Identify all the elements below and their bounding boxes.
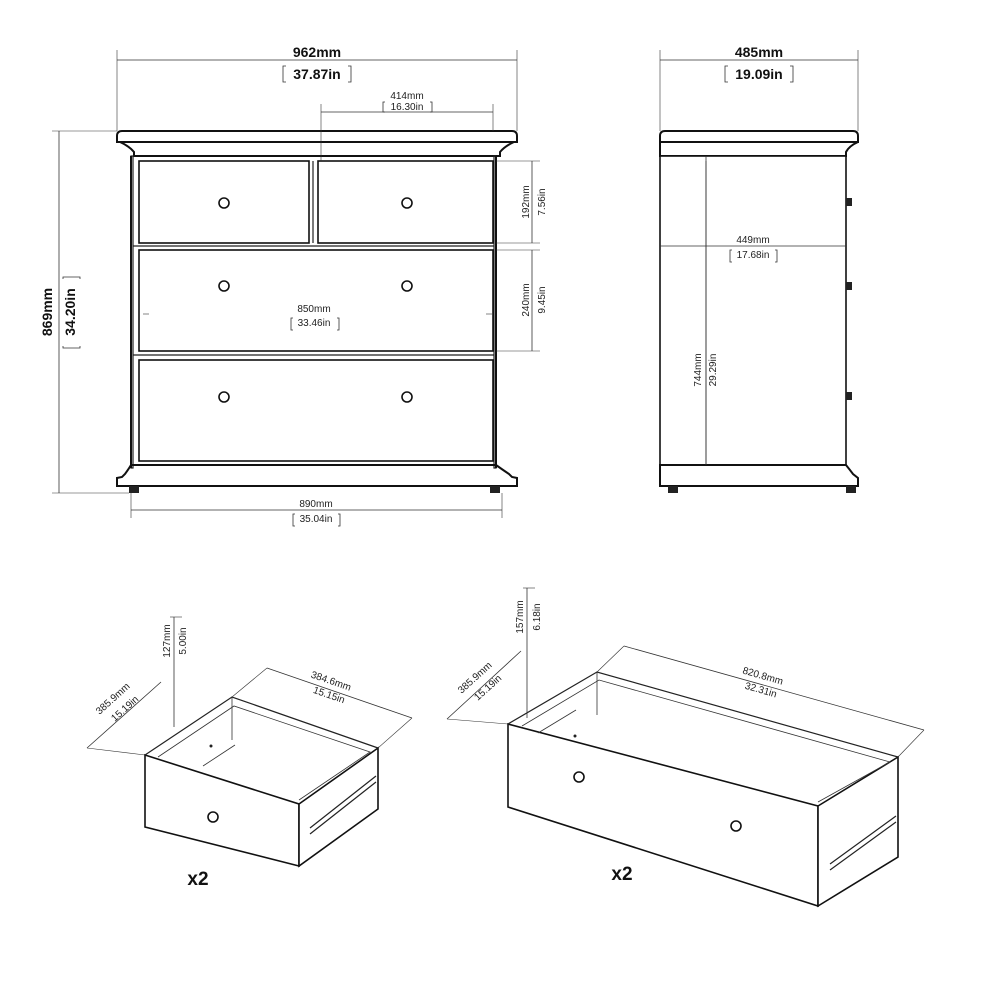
dim-large-height: 157mm 6.18in bbox=[515, 587, 543, 718]
side-plinth bbox=[659, 464, 859, 487]
large-drawer-view: 157mm 6.18in 385.9mm 15.19in 820.8mm 32.… bbox=[446, 587, 925, 908]
mid-drawer-height-mm: 240mm bbox=[521, 283, 532, 316]
small-drawer-front bbox=[144, 753, 300, 868]
base-width-in: 35.04in bbox=[300, 514, 333, 525]
dim-small-height: 127mm 5.00in bbox=[162, 616, 189, 727]
large-drawer-inner-edges bbox=[521, 679, 892, 803]
top-drawer-width-in: 16.30in bbox=[391, 102, 424, 113]
dim-large-depth: 385.9mm 15.19in bbox=[446, 650, 522, 725]
large-drawer-runner-1 bbox=[829, 815, 897, 865]
dim-large-width: 820.8mm 32.31in bbox=[596, 645, 925, 758]
inner-height-in: 29.29in bbox=[708, 354, 719, 387]
large-drawer-runner-2 bbox=[829, 821, 897, 871]
large-drawer-bottom-line bbox=[537, 709, 577, 734]
dim-top-drawer-height: 192mm 7.56in bbox=[496, 160, 548, 244]
small-drawer-inner-edges bbox=[157, 705, 371, 801]
small-drawer-bottom-line bbox=[202, 744, 236, 767]
side-foot-right bbox=[846, 486, 856, 493]
side-view: 485mm 19.09in 449mm 17.68in 744mm 29.29i… bbox=[659, 44, 859, 493]
front-top-plate bbox=[116, 130, 518, 143]
front-bottom-drawer bbox=[138, 359, 494, 462]
front-plinth bbox=[116, 464, 518, 487]
top-drawer-height-in: 7.56in bbox=[537, 188, 548, 215]
dim-total-height: 869mm 34.20in bbox=[39, 130, 129, 494]
knob-icon bbox=[573, 771, 585, 783]
knob-icon bbox=[401, 391, 413, 403]
side-crown bbox=[659, 141, 859, 157]
knob-icon bbox=[218, 197, 230, 209]
inner-width-mm: 850mm bbox=[297, 304, 330, 315]
inner-depth-mm: 449mm bbox=[736, 235, 769, 246]
knob-icon bbox=[218, 280, 230, 292]
small-height-in: 5.00in bbox=[178, 627, 189, 654]
knob-icon bbox=[401, 280, 413, 292]
side-top-plate bbox=[659, 130, 859, 143]
large-drawer-quantity: x2 bbox=[611, 864, 632, 885]
side-foot-left bbox=[668, 486, 678, 493]
small-height-mm: 127mm bbox=[162, 624, 173, 657]
knob-icon bbox=[846, 198, 852, 206]
large-height-mm: 157mm bbox=[515, 600, 526, 633]
screw-icon bbox=[573, 734, 577, 738]
knob-icon bbox=[730, 820, 742, 832]
dim-small-depth: 385.9mm 15.19in bbox=[86, 681, 162, 756]
small-drawer-top-edges bbox=[144, 696, 379, 756]
total-width-mm: 962mm bbox=[293, 44, 341, 60]
depth-in: 19.09in bbox=[735, 66, 782, 82]
total-width-in: 37.87in bbox=[293, 66, 340, 82]
dim-inner-width: 850mm 33.46in bbox=[143, 304, 492, 331]
base-width-mm: 890mm bbox=[299, 499, 332, 510]
knob-icon bbox=[218, 391, 230, 403]
small-drawer-runner-1 bbox=[309, 775, 377, 829]
front-crown bbox=[119, 141, 515, 157]
screw-icon bbox=[209, 744, 213, 748]
dim-inner-depth: 449mm 17.68in bbox=[660, 235, 846, 263]
side-knobs bbox=[846, 198, 852, 400]
large-height-in: 6.18in bbox=[532, 603, 543, 630]
front-top-right-drawer bbox=[317, 160, 494, 244]
large-drawer-side bbox=[817, 755, 899, 908]
top-drawer-width-mm: 414mm bbox=[390, 91, 423, 102]
dim-total-width: 962mm 37.87in bbox=[116, 44, 518, 131]
dim-top-drawer-width: 414mm 16.30in bbox=[320, 91, 494, 161]
dim-depth: 485mm 19.09in bbox=[659, 44, 859, 131]
mid-drawer-height-in: 9.45in bbox=[537, 286, 548, 313]
depth-mm: 485mm bbox=[735, 44, 783, 60]
front-view: 962mm 37.87in 414mm 16.30in 869mm 34.20i… bbox=[39, 44, 548, 527]
dim-inner-height: 744mm 29.29in bbox=[693, 161, 719, 465]
knob-icon bbox=[846, 282, 852, 290]
height-mm: 869mm bbox=[39, 288, 55, 336]
knob-icon bbox=[401, 197, 413, 209]
side-body bbox=[659, 155, 847, 466]
small-drawer-quantity: x2 bbox=[187, 869, 208, 890]
inner-width-in: 33.46in bbox=[298, 318, 331, 329]
dim-base-width: 890mm 35.04in bbox=[130, 493, 503, 527]
dim-mid-drawer-height: 240mm 9.45in bbox=[496, 249, 548, 352]
knob-icon bbox=[207, 811, 219, 823]
large-drawer-front bbox=[507, 722, 819, 908]
front-knobs bbox=[218, 197, 413, 403]
front-foot-right bbox=[490, 486, 500, 493]
inner-depth-in: 17.68in bbox=[737, 250, 770, 261]
small-drawer-view: 127mm 5.00in 385.9mm 15.19in 384.6mm 15.… bbox=[86, 616, 413, 890]
front-middle-drawer bbox=[138, 249, 494, 352]
front-foot-left bbox=[129, 486, 139, 493]
inner-height-mm: 744mm bbox=[693, 353, 704, 386]
small-drawer-runner-2 bbox=[309, 781, 377, 835]
knob-icon bbox=[846, 392, 852, 400]
small-drawer-side bbox=[298, 746, 379, 868]
top-drawer-height-mm: 192mm bbox=[521, 185, 532, 218]
height-in: 34.20in bbox=[62, 288, 78, 335]
